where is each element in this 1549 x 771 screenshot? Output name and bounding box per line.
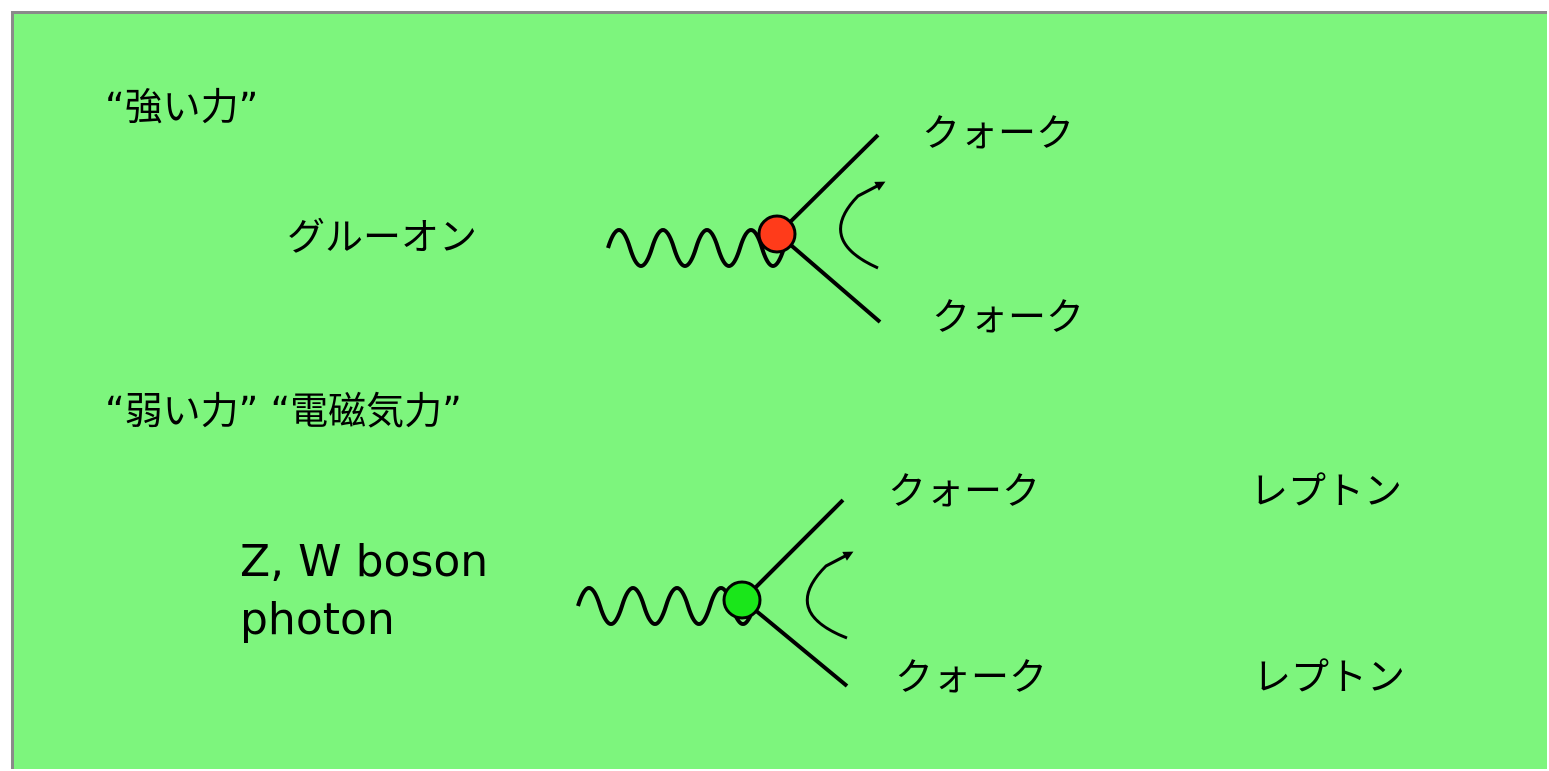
strong-force-heading: “強い力”: [105, 85, 259, 129]
weak-em-vertex-diagram: [576, 498, 854, 688]
weak-quark-top-label: クォーク: [888, 469, 1041, 513]
weak-em-vertex-dot: [722, 580, 762, 620]
gluon-wavy-line: [606, 228, 786, 268]
diagram-panel: [11, 11, 1547, 769]
weak-upper-fermion-line: [741, 498, 845, 602]
strong-quark-bottom-label: クォーク: [932, 295, 1085, 339]
photon-label: photon: [240, 594, 395, 645]
lepton-bottom-label: レプトン: [1253, 655, 1406, 699]
weak-flow-arrow: [805, 551, 854, 640]
strong-quark-bottom-line: [776, 232, 882, 324]
strong-flow-arrow: [839, 181, 886, 270]
gluon-label: グルーオン: [287, 215, 478, 259]
strong-vertex-dot: [757, 214, 797, 254]
weak-lower-fermion-line: [741, 598, 849, 688]
strong-quark-top-label: クォーク: [922, 111, 1075, 155]
strong-quark-top-line: [776, 133, 880, 236]
zw-boson-label: Z, W boson: [240, 536, 489, 587]
weak-em-heading: “弱い力” “電磁気力”: [105, 389, 462, 433]
lepton-top-label: レプトン: [1250, 469, 1403, 513]
strong-vertex-diagram: [606, 133, 886, 324]
weak-quark-bottom-label: クォーク: [895, 655, 1048, 699]
